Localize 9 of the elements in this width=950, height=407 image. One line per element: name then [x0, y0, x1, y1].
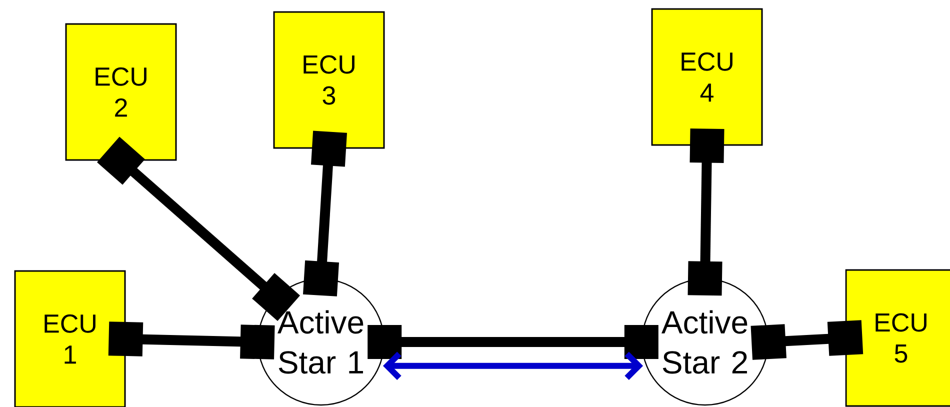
- arrow: [382, 352, 644, 380]
- bus-line: [108, 322, 275, 360]
- bus-line: [688, 128, 724, 296]
- ecu-box: ECU 1: [14, 270, 126, 407]
- ecu-box: ECU 2: [65, 23, 177, 161]
- ecu-box: ECU 5: [845, 269, 950, 407]
- bus-line: [368, 325, 658, 359]
- ecu-box: ECU 4: [651, 8, 763, 146]
- ecu-box: ECU 3: [273, 11, 385, 149]
